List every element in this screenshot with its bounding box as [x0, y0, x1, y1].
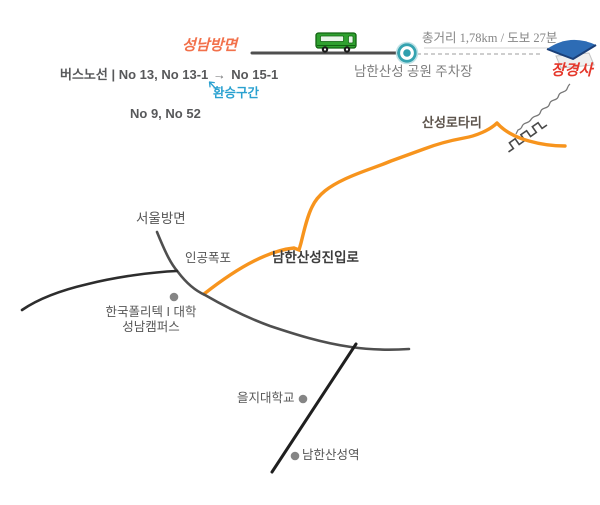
eulji-university-label: 을지대학교 — [237, 391, 295, 405]
station-road-path — [270, 342, 358, 474]
polytech-label: 한국폴리텍 I 대학 성남캠퍼스 — [95, 305, 207, 334]
waterfall-label: 인공폭포 — [185, 251, 232, 265]
footpath-squiggle — [515, 83, 571, 135]
polytech-label-line1: 한국폴리텍 I 대학 — [105, 305, 197, 319]
bus-windshield — [348, 35, 354, 44]
bus-routes-more-label: No 9, No 52 — [130, 106, 201, 121]
seongnam-direction-label: 성남방면 — [182, 38, 238, 54]
parking-label: 남한산성 공원 주차장 — [354, 64, 473, 79]
rotary-label: 산성로타리 — [422, 115, 482, 130]
polytech-dot — [169, 292, 179, 302]
access-road-label: 남한산성진입로 — [272, 250, 359, 265]
fortress-wall-icon — [508, 121, 548, 153]
bus-windows — [320, 35, 344, 42]
temple-label: 장경사 — [551, 63, 593, 79]
bus-routes-transfer-target: No 15-1 — [231, 67, 279, 82]
west-road-path — [20, 269, 179, 312]
temple-icon — [546, 39, 597, 69]
bus-routes-prefix: 버스노선 | No 13, No 13-1 — [60, 67, 209, 82]
transfer-pointer-icon — [208, 81, 217, 90]
bus-routes-line: 버스노선 | No 13, No 13-1 → No 15-1 — [60, 66, 279, 83]
station-label: 남한산성역 — [302, 448, 360, 462]
station-dot — [290, 451, 300, 461]
polytech-label-line2: 성남캠퍼스 — [122, 319, 180, 334]
seoul-direction-label: 서울방면 — [136, 211, 186, 226]
eulji-dot — [298, 394, 308, 404]
bus-icon — [315, 32, 357, 53]
parking-marker-icon — [395, 41, 419, 65]
distance-info-label: 총거리 1,78km / 도보 27분 — [422, 31, 558, 45]
transfer-section-label: 환승구간 — [213, 86, 260, 100]
transfer-arrow-icon: → — [212, 66, 228, 83]
access-road-path — [202, 121, 567, 296]
